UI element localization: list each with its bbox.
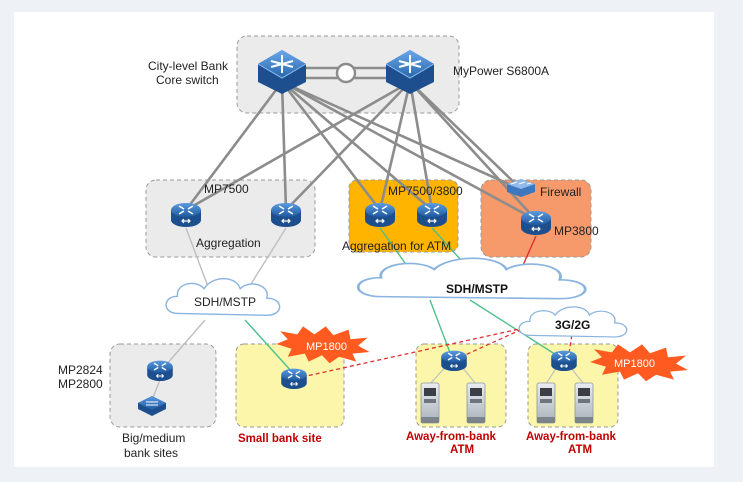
mobile-label: 3G/2G <box>555 318 590 332</box>
atm2-label-line2: ATM <box>568 444 592 456</box>
switch-icon[interactable] <box>138 396 166 416</box>
core-title-line1: City-level Bank <box>148 59 229 73</box>
big-sites-line1: Big/medium <box>122 431 185 445</box>
mp7500-label: MP7500 <box>204 182 249 196</box>
router-icon[interactable] <box>364 202 396 228</box>
firewall-icon[interactable] <box>507 179 535 197</box>
router-icon[interactable] <box>280 367 308 390</box>
router-icon[interactable] <box>440 349 468 372</box>
aggregation-left-box <box>145 179 316 258</box>
atm2-label-line1: Away-from-bank <box>526 431 616 443</box>
stack-link-ring <box>335 62 357 84</box>
burst-left-label: MP1800 <box>306 341 347 353</box>
core-title-line2: Core switch <box>156 73 219 87</box>
atm1-label-line1: Away-from-bank <box>406 431 496 443</box>
core-model-label: MyPower S6800A <box>453 64 549 78</box>
atm-machine-icon <box>536 382 556 424</box>
big-sites-box <box>109 343 217 428</box>
aggregation-atm-label: Aggregation for ATM <box>342 239 451 253</box>
atm-machine-icon <box>466 382 486 424</box>
burst-right-label: MP1800 <box>614 358 655 370</box>
atm-machine-icon <box>574 382 594 424</box>
small-site-label: Small bank site <box>238 433 322 445</box>
firewall-label: Firewall <box>540 185 581 199</box>
router-icon[interactable] <box>550 349 578 372</box>
aggregation-left-label: Aggregation <box>196 236 261 250</box>
router-icon[interactable] <box>520 210 552 236</box>
sdh-left-label: SDH/MSTP <box>194 295 256 309</box>
mp7500-3800-label: MP7500/3800 <box>388 184 463 198</box>
router-icon[interactable] <box>170 202 202 228</box>
big-sites-line2: bank sites <box>124 446 178 460</box>
router-icon[interactable] <box>146 359 174 382</box>
core-links <box>184 66 537 222</box>
sdh-right-label: SDH/MSTP <box>446 282 508 296</box>
atm1-label-line2: ATM <box>450 444 474 456</box>
router-icon[interactable] <box>416 202 448 228</box>
mp2800-label: MP2800 <box>58 377 103 391</box>
router-icon[interactable] <box>270 202 302 228</box>
mp3800-label: MP3800 <box>554 224 599 238</box>
atm-machine-icon <box>420 382 440 424</box>
mp2824-label: MP2824 <box>58 363 103 377</box>
